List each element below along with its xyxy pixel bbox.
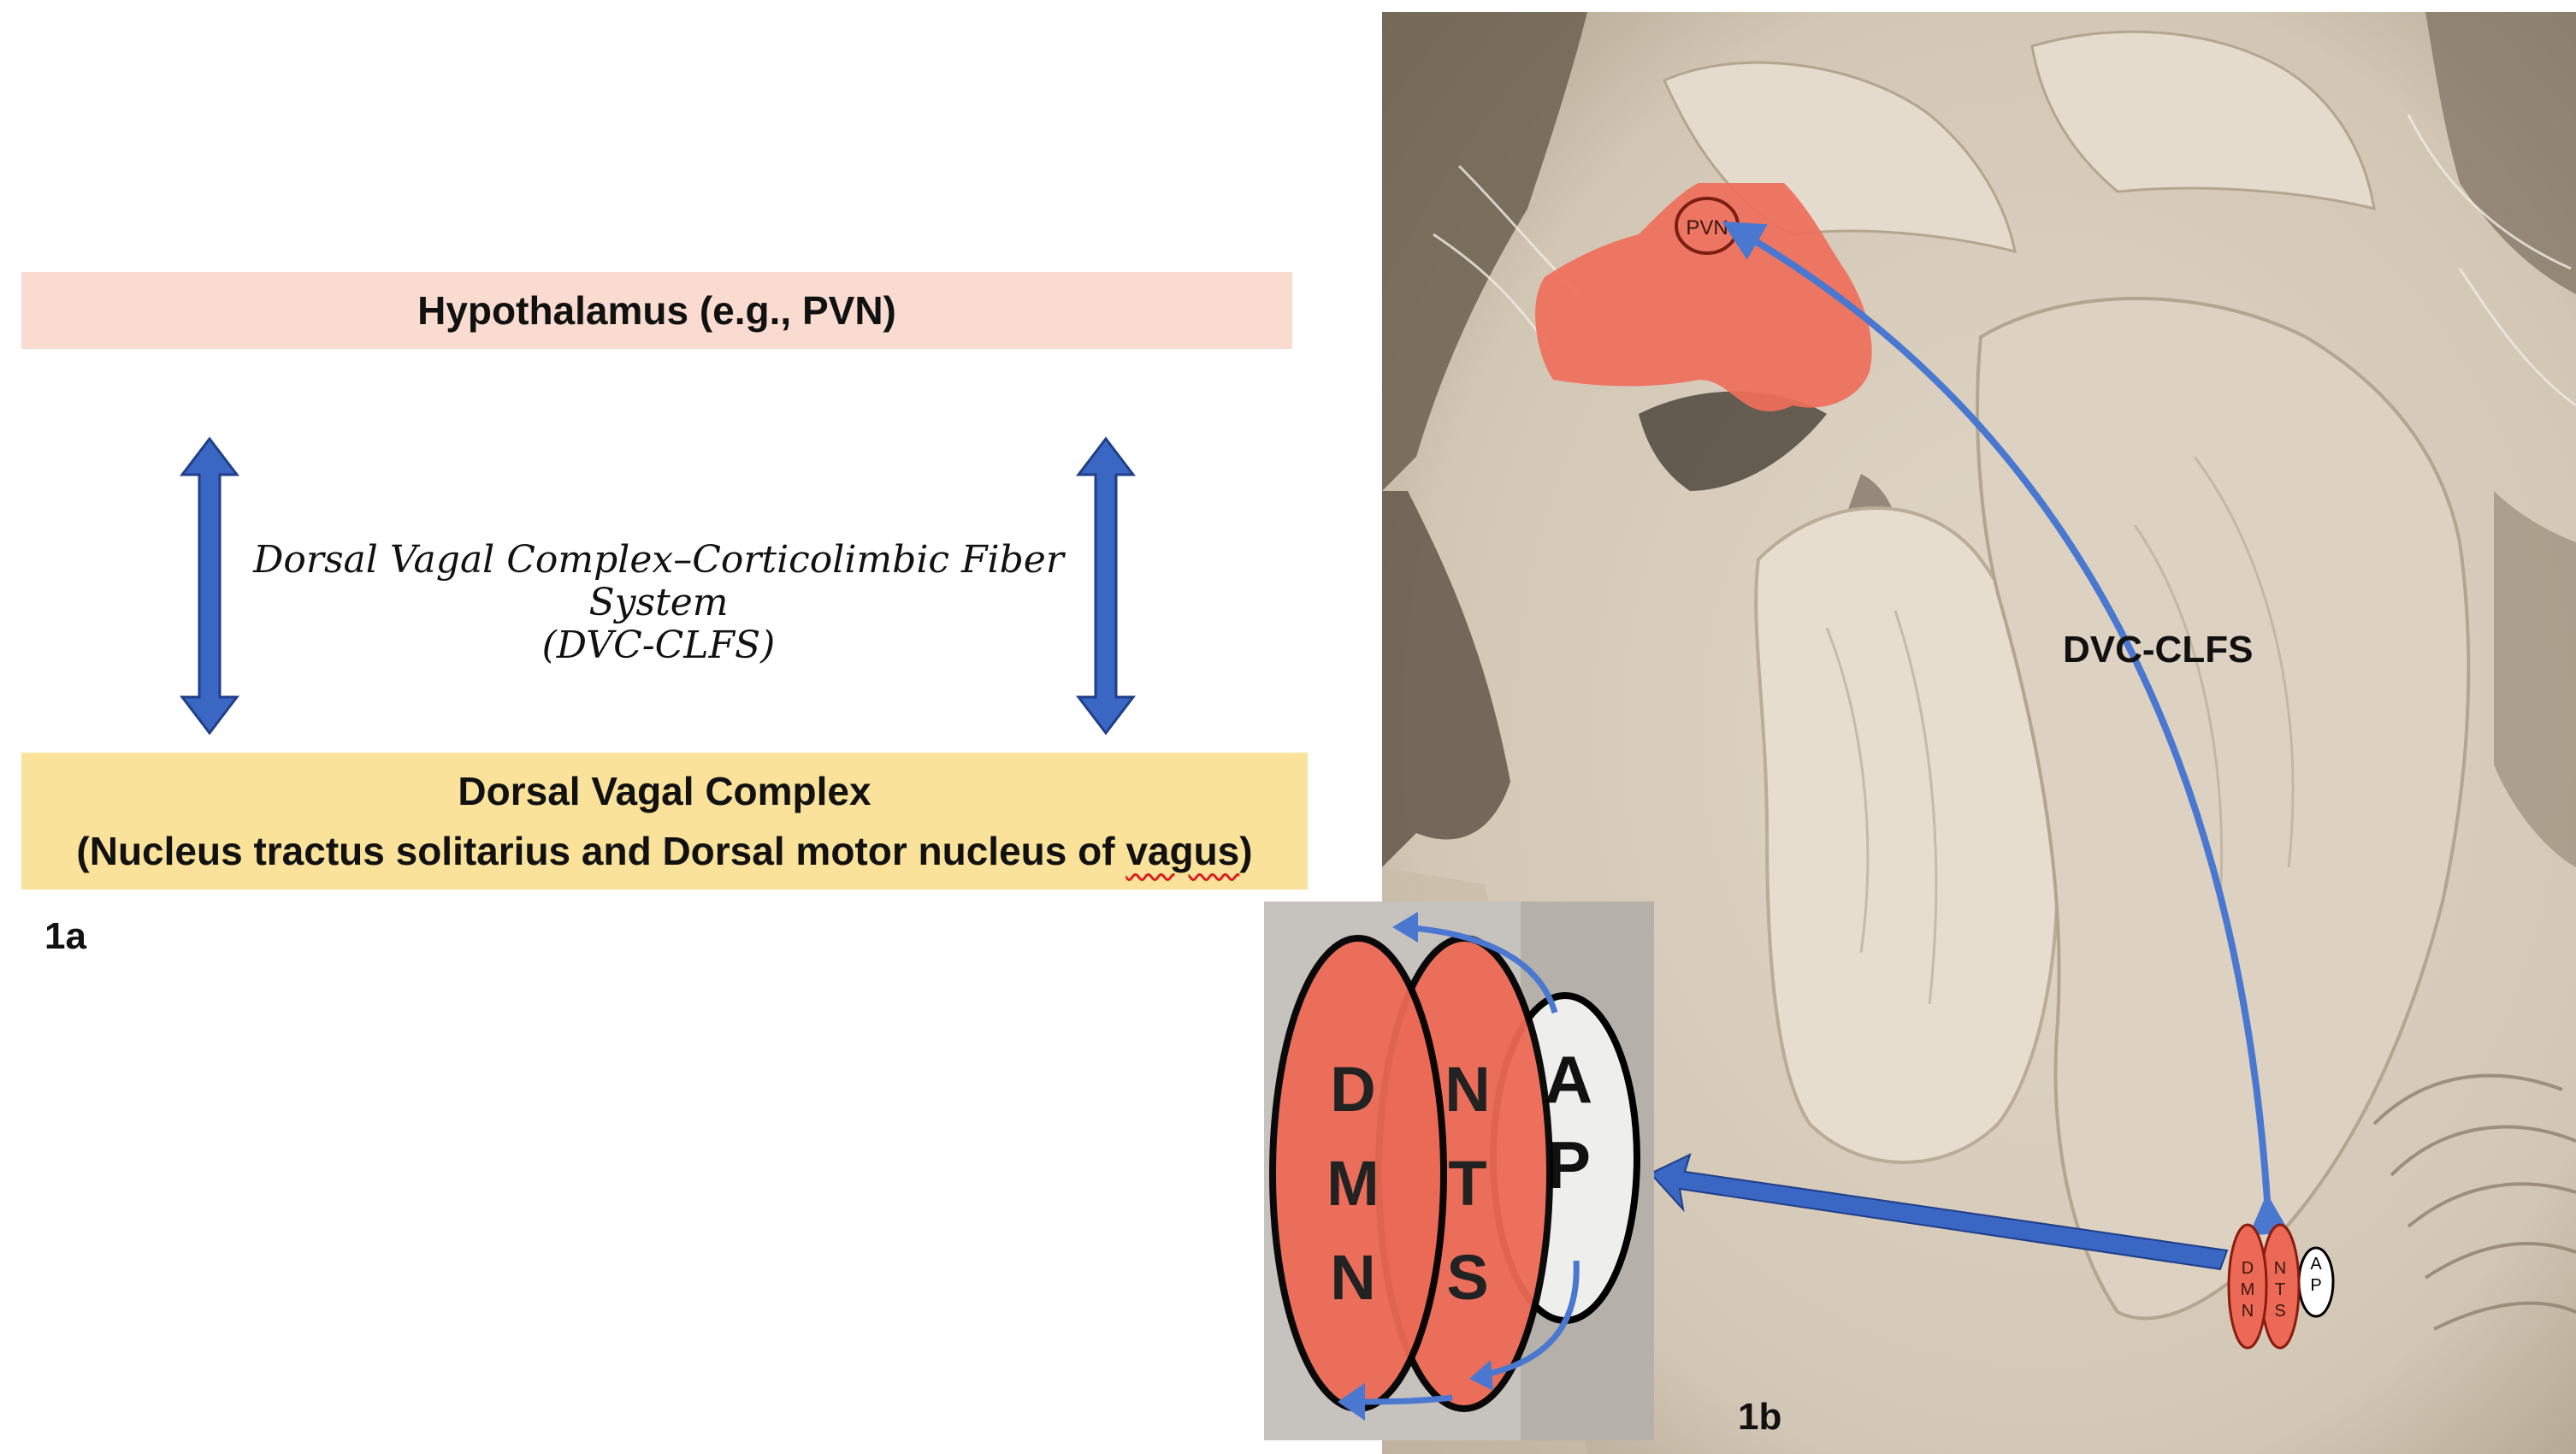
dvc-subtitle-vagus: vagus: [1126, 829, 1240, 873]
ap-letter-2: P: [1546, 1127, 1591, 1203]
small-dvc-nuclei: D M N N T S A P: [2227, 1223, 2335, 1350]
dvc-subtitle-prefix: (Nucleus tractus solitarius and Dorsal m…: [76, 829, 1126, 873]
hypothalamus-box: Hypothalamus (e.g., PVN): [21, 272, 1292, 349]
nts-letter-3: S: [1446, 1242, 1488, 1313]
svg-text:N: N: [2242, 1302, 2254, 1321]
dvc-inset: A P N T S D M N: [1264, 901, 1654, 1440]
dorsal-vagal-complex-box: Dorsal Vagal Complex (Nucleus tractus so…: [21, 753, 1308, 890]
dvc-subtitle: (Nucleus tractus solitarius and Dorsal m…: [76, 821, 1252, 881]
inset-side-arrow: [1477, 1260, 1580, 1380]
svg-text:S: S: [2274, 1302, 2285, 1321]
right-double-arrow: [1076, 436, 1136, 736]
svg-text:M: M: [2241, 1280, 2255, 1299]
dmn-letter-3: N: [1330, 1242, 1375, 1313]
svg-text:A: A: [2310, 1255, 2322, 1274]
zoom-arrow: [1649, 1153, 2229, 1271]
fiber-system-line2: (DVC-CLFS): [541, 624, 776, 667]
inset-top-arrow: [1400, 924, 1558, 1014]
dvc-subtitle-suffix: ): [1239, 829, 1253, 873]
figure-label-1b: 1b: [1738, 1396, 1782, 1438]
ap-letter-1: A: [1545, 1042, 1592, 1117]
svg-text:P: P: [2310, 1276, 2321, 1295]
dmn-letter-2: M: [1326, 1148, 1380, 1219]
svg-text:T: T: [2275, 1280, 2285, 1299]
nts-letter-2: T: [1448, 1148, 1486, 1219]
figure-label-1a: 1a: [44, 915, 86, 957]
fiber-system-line1: Dorsal Vagal Complex–Corticolimbic Fiber…: [253, 538, 1064, 624]
svg-text:D: D: [2242, 1259, 2254, 1278]
pvn-label: PVN: [1686, 216, 1728, 239]
dmn-nucleus: D M N: [1269, 935, 1447, 1412]
fiber-system-label: Dorsal Vagal Complex–Corticolimbic Fiber…: [214, 539, 1103, 667]
dvc-title: Dorsal Vagal Complex: [458, 769, 871, 813]
svg-text:N: N: [2274, 1259, 2286, 1278]
dmn-letter-1: D: [1330, 1054, 1375, 1125]
dvc-clfs-label: DVC-CLFS: [2063, 629, 2254, 671]
dvc-clfs-arrow: [1722, 221, 2290, 1236]
left-double-arrow: [180, 436, 239, 736]
hypothalamus-label: Hypothalamus (e.g., PVN): [417, 288, 896, 333]
nts-letter-1: N: [1445, 1054, 1490, 1125]
